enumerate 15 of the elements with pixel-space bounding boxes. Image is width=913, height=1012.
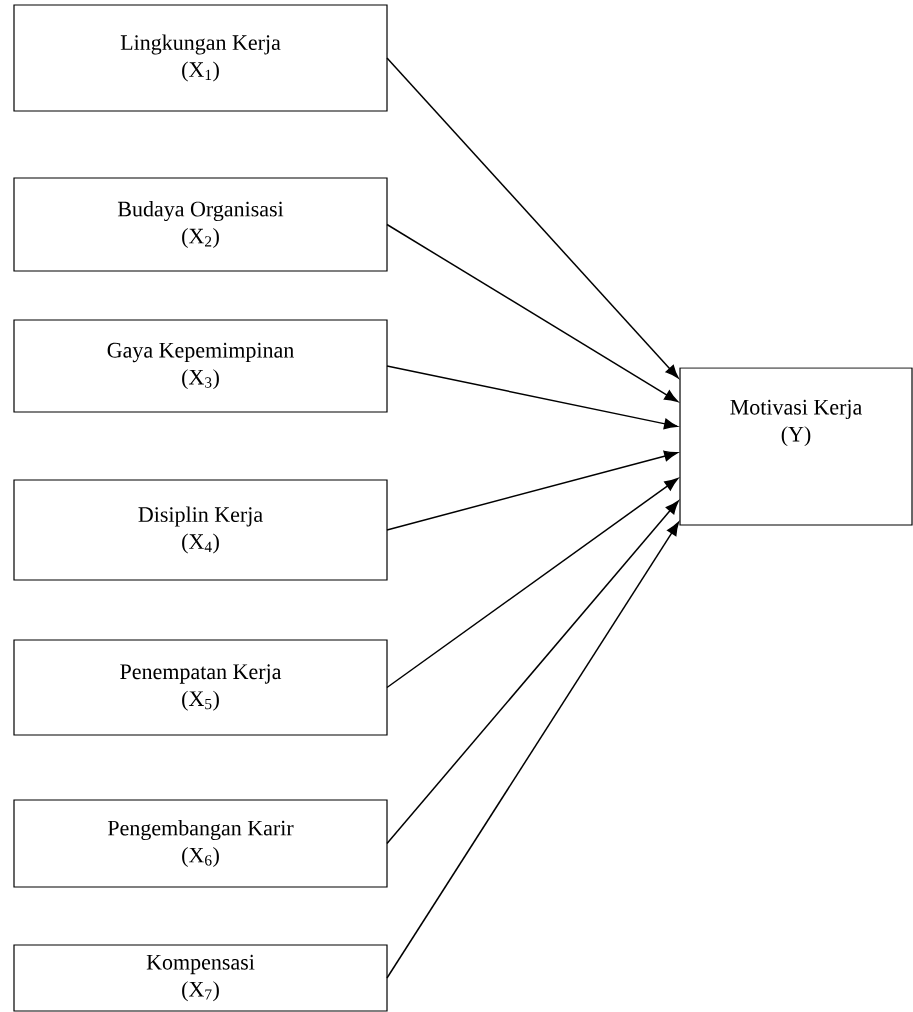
variable-box: Penempatan Kerja (X$_{5}$) [13, 639, 388, 736]
arrow [386, 57, 679, 379]
variable-box: Pengembangan Karir (X$_{6}$) [13, 799, 388, 888]
arrow [386, 223, 679, 403]
variable-box: Budaya Organisasi (X$_{2}$) [13, 177, 388, 272]
variable-box: Gaya Kepemimpinan (X$_{3}$) [13, 319, 388, 413]
arrow [386, 450, 678, 531]
variable-box: Disiplin Kerja (X$_{4}$) [13, 479, 388, 581]
variable-box: Lingkungan Kerja (X$_{1}$) [13, 4, 388, 112]
arrow [386, 365, 678, 430]
variable-box: Kompensasi (X$_{7}$) [13, 944, 388, 1012]
arrow [386, 521, 680, 979]
variable-box: Motivasi Kerja (Y) [679, 367, 913, 526]
arrow [386, 500, 679, 845]
arrow [386, 478, 679, 689]
